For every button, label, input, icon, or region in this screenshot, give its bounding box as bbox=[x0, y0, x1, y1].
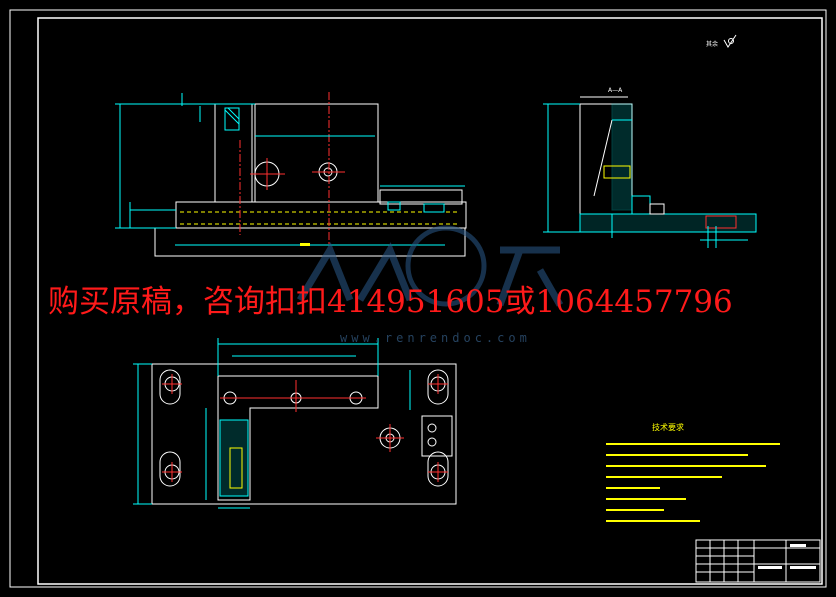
technical-requirements: 技术要求 bbox=[606, 422, 780, 522]
watermark-url: www.renrendoc.com bbox=[340, 331, 531, 345]
top-view bbox=[133, 338, 457, 509]
watermark-logo bbox=[296, 225, 564, 307]
inner-frame bbox=[37, 17, 823, 585]
title-block bbox=[695, 539, 821, 583]
drawing-border bbox=[9, 9, 827, 588]
roughness-symbol: 其余 bbox=[706, 34, 737, 48]
section-view-a-a: A—A bbox=[543, 87, 757, 248]
tech-requirements-title: 技术要求 bbox=[652, 422, 684, 432]
front-view bbox=[115, 92, 467, 257]
roughness-note: 其余 bbox=[706, 40, 718, 48]
promo-banner: 购买原稿，咨询扣扣414951605或1064457796 bbox=[48, 284, 733, 320]
section-label: A—A bbox=[608, 87, 623, 94]
